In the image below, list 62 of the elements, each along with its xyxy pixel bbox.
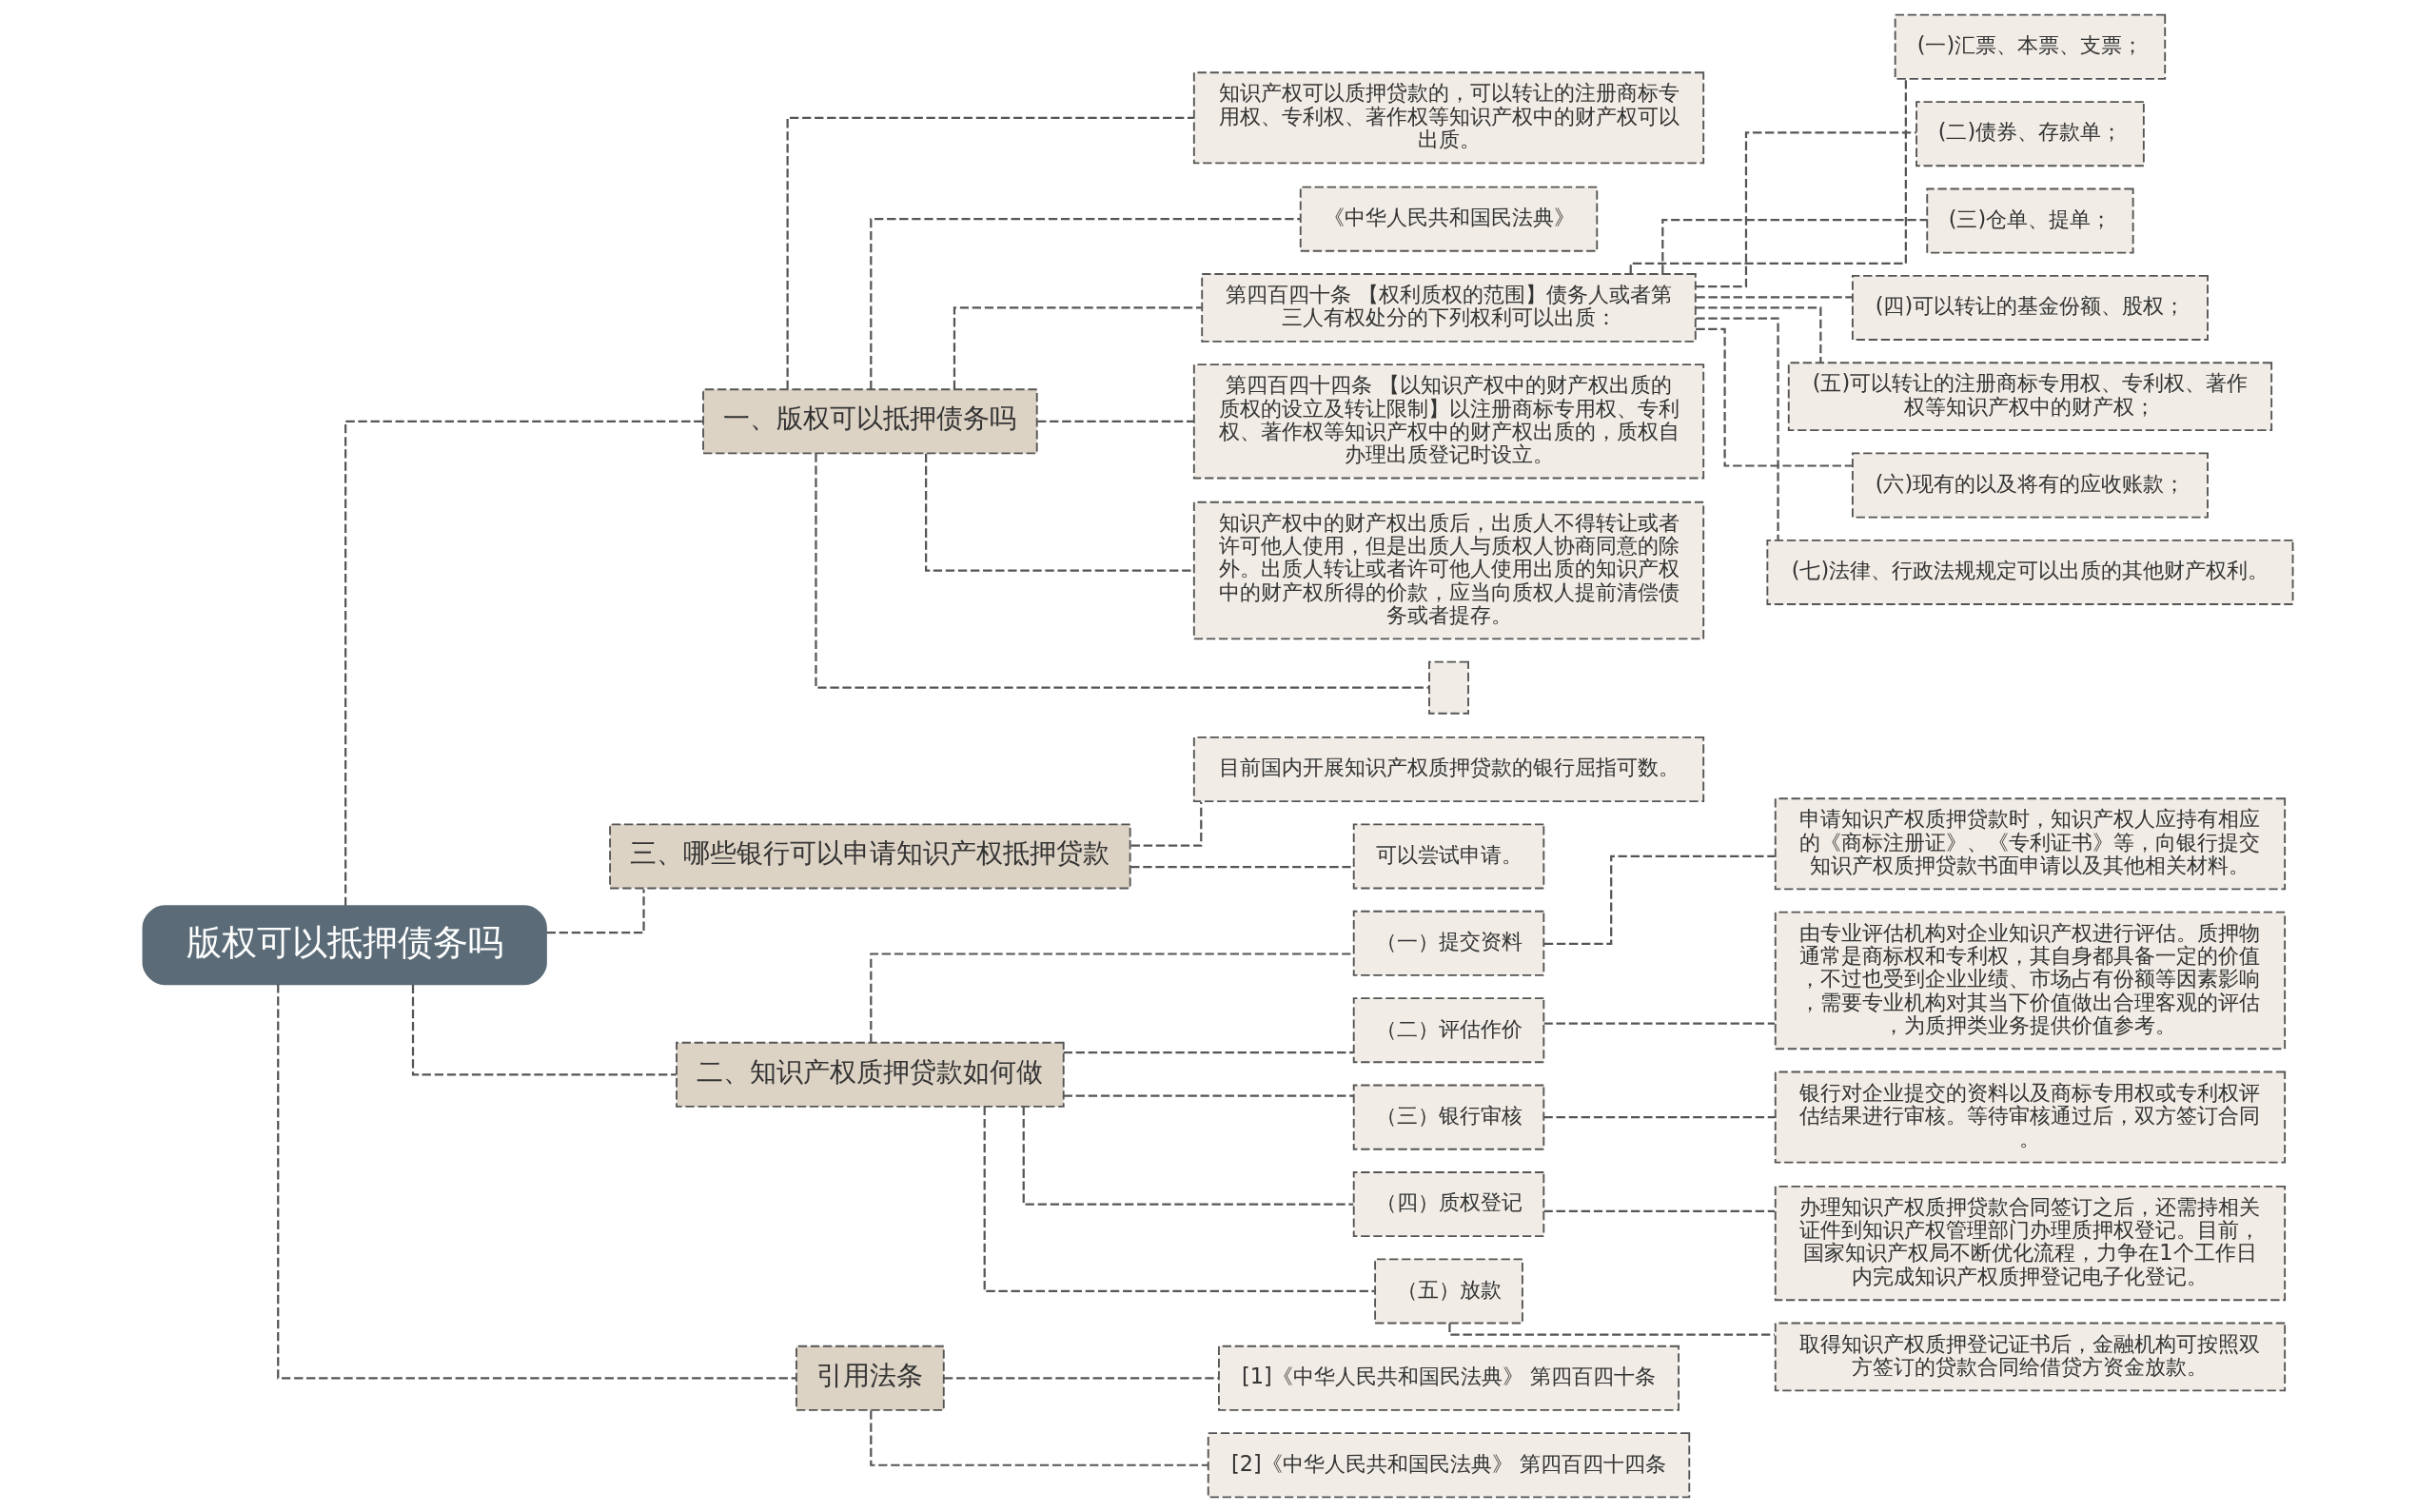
node-box: (二)债券、存款单； (1915, 101, 2145, 167)
connector (983, 1106, 1375, 1293)
node-box: （四）质权登记 (1352, 1171, 1545, 1238)
connector (953, 306, 1202, 389)
connector (1543, 1116, 1776, 1119)
connector (1130, 802, 1203, 847)
node-box: 知识产权可以质押贷款的，可以转让的注册商标专用权、专利权、著作权等知识产权中的财产权可以出质。 (1192, 71, 1705, 165)
connector (1696, 306, 1822, 363)
connector (1063, 1094, 1354, 1097)
node-box: 三、哪些银行可以申请知识产权抵押贷款 (609, 823, 1131, 890)
connector (1037, 420, 1194, 422)
node-box: （五）放款 (1374, 1258, 1523, 1325)
node-box: (四)可以转让的基金份额、股权； (1851, 274, 2209, 341)
node-box: 二、知识产权质押贷款如何做 (676, 1041, 1065, 1108)
node-box: 申请知识产权质押贷款时，知识产权人应持有相应的《商标注册证》、《专利证书》等，向银行提交知识产权质押贷款书面申请以及其他相关材料。 (1774, 797, 2287, 891)
node-box: [1]《中华人民共和国民法典》 第四百四十条 (1218, 1345, 1680, 1411)
connector (1448, 1323, 1775, 1336)
connector (546, 889, 645, 934)
node-box: （一）提交资料 (1352, 910, 1545, 976)
node-box: 办理知识产权质押贷款合同签订之后，还需持相关证件到知识产权管理部门办理质押权登记。目前，国家知识产权局不断优化流程，力争在1个工作日内完成知识产权质押登记电子化登记。 (1774, 1185, 2287, 1302)
connector (344, 420, 703, 906)
node-box: 可以尝试申请。 (1352, 823, 1545, 890)
connector (944, 1377, 1219, 1380)
connector (411, 984, 677, 1076)
node-box: (一)汇票、本票、支票； (1894, 13, 2167, 80)
node-box: 第四百四十条 【权利质权的范围】债务人或者第三人有权处分的下列权利可以出质： (1201, 273, 1697, 343)
connector (1543, 1209, 1776, 1213)
node-box (1428, 660, 1469, 715)
connector (1696, 296, 1853, 299)
connector (1696, 131, 1916, 288)
node-box: [2]《中华人民共和国民法典》 第四百四十四条 (1207, 1432, 1691, 1499)
node-box: (六)现有的以及将有的应收账款； (1851, 452, 2209, 519)
connector (1696, 327, 1853, 467)
node-box: (三)仓单、提单； (1926, 187, 2134, 254)
node-box: （三）银行审核 (1352, 1084, 1545, 1150)
node-box: 取得知识产权质押登记证书后，金融机构可按照双方签订的贷款合同给借贷方资金放款。 (1774, 1322, 2287, 1392)
node-box: 由专业评估机构对企业知识产权进行评估。质押物通常是商标权和专利权，其自身都具备一定的价值，不过也受到企业业绩、市场占有份额等因素影响，需要专业机构对其当下价值做出合理客观的评估，为质押类业务提供价值参考。 (1774, 911, 2287, 1051)
connector (870, 1410, 1208, 1466)
connector (786, 116, 1194, 389)
connector (1130, 865, 1354, 869)
connector (1696, 317, 1779, 540)
node-box: 引用法条 (796, 1345, 945, 1411)
connector (277, 984, 796, 1380)
connector (1543, 854, 1776, 945)
node-box: （二）评估作价 (1352, 997, 1545, 1064)
node-box: (五)可以转让的注册商标专用权、专利权、著作权等知识产权中的财产权； (1787, 362, 2273, 432)
node-box: 目前国内开展知识产权质押贷款的银行屈指可数。 (1192, 736, 1705, 802)
connector (1543, 1022, 1776, 1025)
node-box: 银行对企业提交的资料以及商标专用权或专利权评估结果进行审核。等待审核通过后，双方签订合同。 (1774, 1070, 2287, 1164)
node-box: 知识产权中的财产权出质后，出质人不得转让或者许可他人使用，但是出质人与质权人协商同意的除外。出质人转让或者许可他人使用出质的知识产权中的财产权所得的价款，应当向质权人提前清偿债务或者提存。 (1192, 501, 1705, 640)
node-box: 版权可以抵押债务吗 (142, 905, 547, 986)
connector (815, 453, 1429, 689)
connector (925, 453, 1194, 572)
connector (1661, 219, 1927, 274)
connector (1063, 1051, 1354, 1054)
node-box: 《中华人民共和国民法典》 (1299, 186, 1599, 252)
connector (1022, 1107, 1354, 1206)
node-box: (七)法律、行政法规规定可以出质的其他财产权利。 (1766, 539, 2294, 605)
node-box: 第四百四十四条 【以知识产权中的财产权出质的质权的设立及转让限制】以注册商标专用权、专利权、著作权等知识产权中的财产权出质的，质权自办理出质登记时设立。 (1192, 363, 1705, 480)
connector (1629, 78, 1907, 274)
connector (870, 218, 1301, 390)
node-box: 一、版权可以抵押债务吗 (702, 388, 1038, 455)
